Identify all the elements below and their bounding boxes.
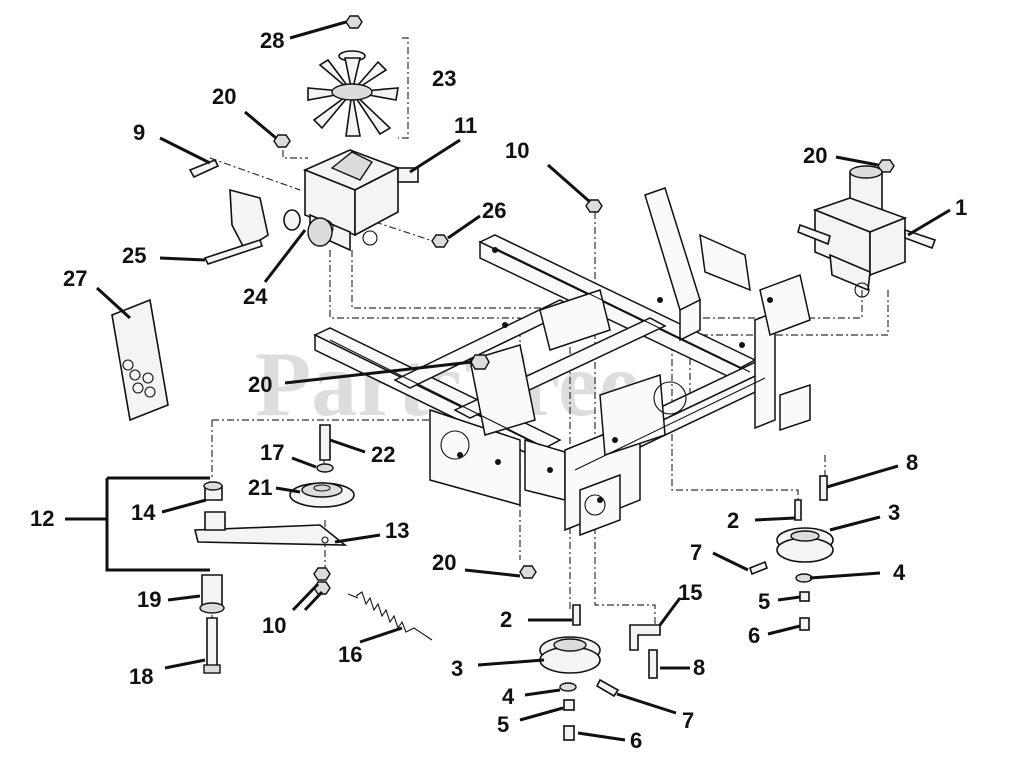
label-20-mid: 20	[248, 372, 272, 397]
label-17: 17	[260, 440, 284, 465]
label-13: 13	[385, 518, 409, 543]
nut-part-10-top	[585, 199, 603, 213]
gearbox-part-1	[797, 165, 937, 298]
label-20-right: 20	[803, 143, 827, 168]
bearing-part-24	[283, 209, 333, 247]
label-5-center: 5	[497, 712, 509, 737]
chassis-frame	[313, 187, 811, 537]
center-pulley-stack	[539, 604, 661, 741]
label-5-right: 5	[758, 589, 770, 614]
label-2-center: 2	[500, 607, 512, 632]
label-14: 14	[131, 500, 156, 525]
label-27: 27	[63, 266, 87, 291]
label-4-right: 4	[893, 560, 906, 585]
label-20-top: 20	[212, 84, 236, 109]
label-16: 16	[338, 642, 362, 667]
label-6-right: 6	[748, 623, 760, 648]
part-labels: 28 23 20 9 11 10 20 1 26 25 27 24 20 22 …	[30, 28, 967, 753]
label-23: 23	[432, 66, 456, 91]
label-20-bottom: 20	[432, 550, 456, 575]
label-3-right: 3	[888, 500, 900, 525]
idler-assembly	[193, 424, 433, 674]
fan-part-23	[307, 50, 399, 137]
decal-part-27	[111, 298, 169, 422]
label-8-right: 8	[906, 450, 918, 475]
label-7-right: 7	[690, 540, 702, 565]
label-10-top: 10	[505, 138, 529, 163]
label-8-center: 8	[693, 655, 705, 680]
label-6-center: 6	[630, 728, 642, 753]
bolt-part-9	[188, 158, 220, 179]
label-2-right: 2	[727, 508, 739, 533]
nut-part-20-top	[273, 134, 291, 148]
label-28: 28	[260, 28, 284, 53]
label-3-center: 3	[451, 656, 463, 681]
label-12: 12	[30, 506, 54, 531]
nut-part-20-right	[877, 159, 895, 173]
label-7-center: 7	[682, 708, 694, 733]
bracket-part-25	[203, 188, 269, 265]
label-26: 26	[482, 198, 506, 223]
label-1: 1	[955, 195, 967, 220]
nut-part-28	[345, 15, 363, 29]
label-4-center: 4	[502, 684, 515, 709]
label-18: 18	[129, 664, 153, 689]
label-11: 11	[454, 113, 477, 138]
leader-lines	[65, 20, 951, 742]
label-10-bottom: 10	[262, 613, 286, 638]
nut-part-20-bottom	[519, 565, 537, 579]
label-24: 24	[243, 284, 268, 309]
label-21: 21	[248, 475, 272, 500]
nut-part-26	[431, 234, 449, 248]
label-25: 25	[122, 243, 146, 268]
nut-part-20-mid	[470, 354, 490, 370]
label-9: 9	[133, 120, 145, 145]
right-pulley-stack	[749, 475, 834, 631]
label-19: 19	[137, 587, 161, 612]
label-22: 22	[371, 442, 395, 467]
label-15: 15	[678, 580, 702, 605]
